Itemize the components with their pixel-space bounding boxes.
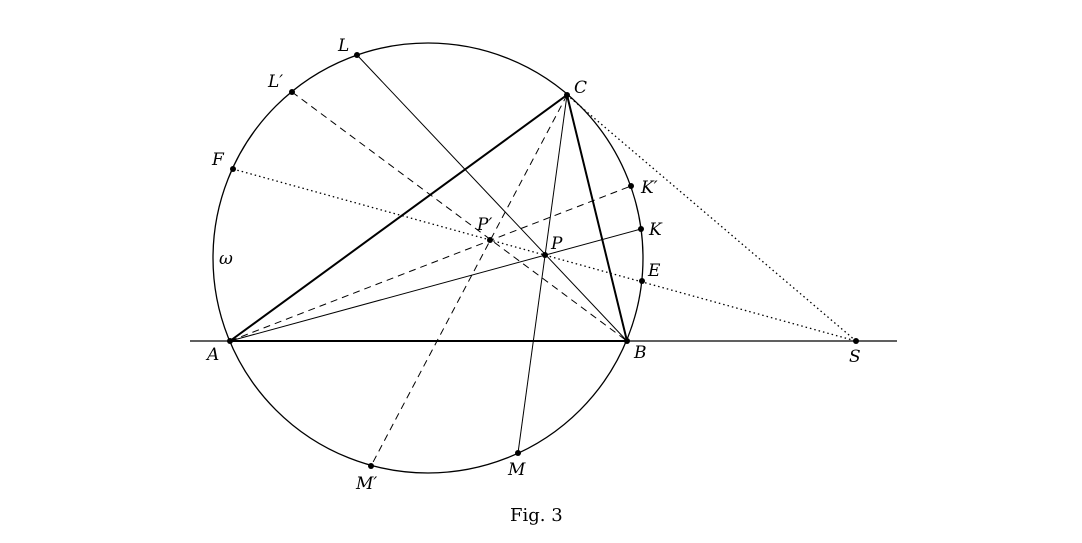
point-k xyxy=(638,226,644,232)
circle-omega xyxy=(212,42,644,474)
point-e xyxy=(639,278,645,284)
point-s xyxy=(853,338,859,344)
point-c xyxy=(564,92,570,98)
label-omega: ω xyxy=(219,249,233,269)
label-S: S xyxy=(849,347,861,367)
label-P-prime: P′ xyxy=(476,215,492,235)
label-B: B xyxy=(633,343,647,363)
line-AK xyxy=(229,228,642,342)
line-AKprime xyxy=(229,185,632,342)
label-P: P xyxy=(550,234,563,254)
triangle-ABC xyxy=(226,93,629,342)
point-a xyxy=(227,338,233,344)
label-M-prime: M′ xyxy=(355,474,377,494)
label-E: E xyxy=(647,261,661,281)
point-p-prime xyxy=(487,237,493,243)
point-l-prime xyxy=(289,89,295,95)
point-k-prime xyxy=(628,183,634,189)
figure-caption: Fig. 3 xyxy=(510,505,563,526)
point-m xyxy=(515,450,521,456)
point-p xyxy=(542,252,548,258)
point-markers xyxy=(227,52,859,469)
label-K-prime: K′ xyxy=(640,178,658,198)
label-M: M xyxy=(507,460,526,480)
point-b xyxy=(624,338,630,344)
label-A: A xyxy=(205,345,219,365)
line-LB xyxy=(356,54,628,342)
point-m-prime xyxy=(368,463,374,469)
label-C: C xyxy=(574,78,587,98)
point-f xyxy=(230,166,236,172)
label-L-prime: L′ xyxy=(267,72,283,92)
point-l xyxy=(354,52,360,58)
label-F: F xyxy=(211,150,225,170)
line-CMprime xyxy=(370,94,568,467)
line-CS xyxy=(566,94,857,342)
label-L: L xyxy=(337,36,349,56)
line-CM xyxy=(517,94,568,454)
label-K: K xyxy=(648,220,663,240)
line-LprimeB xyxy=(291,91,628,342)
